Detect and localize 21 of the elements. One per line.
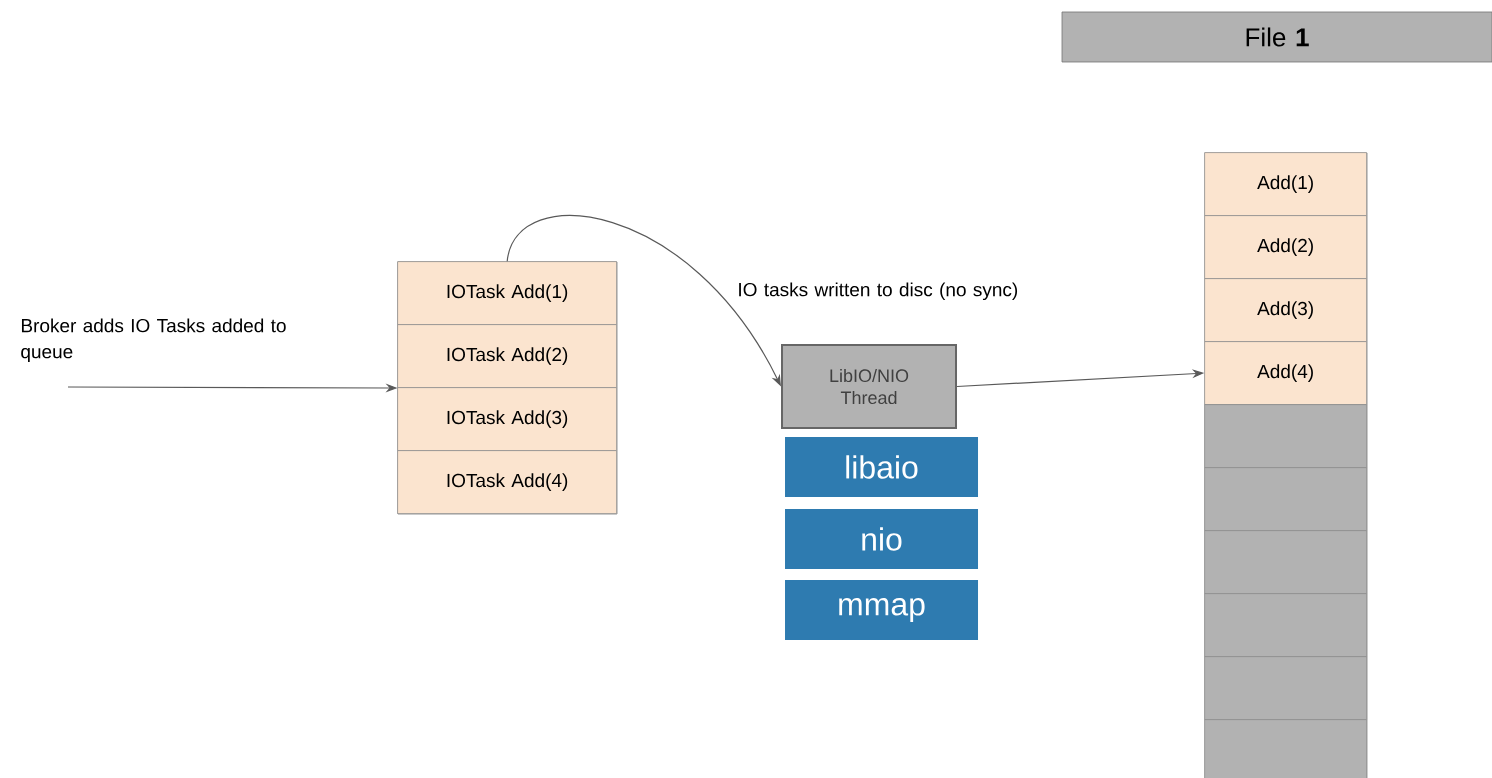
file-block: Add(2) <box>1204 215 1367 279</box>
file-block <box>1204 404 1367 468</box>
header-bar: File 1 <box>1061 11 1492 63</box>
queue-cell: IOTask Add(2) <box>397 324 617 388</box>
file-block <box>1204 467 1367 531</box>
file-block: Add(4) <box>1204 341 1367 405</box>
queue-cell: IOTask Add(1) <box>397 261 617 325</box>
thread-box: LibIO/NIO Thread <box>781 344 957 429</box>
file-block: Add(3) <box>1204 278 1367 342</box>
file-block <box>1204 656 1367 720</box>
file-block <box>1204 593 1367 657</box>
note-text: IO tasks written to disc (no sync) <box>739 282 1018 301</box>
queue-cell: IOTask Add(4) <box>397 450 617 514</box>
note-text: Broker adds IO Tasks added to queue <box>21 318 286 363</box>
method-box: mmap <box>785 580 978 640</box>
method-box: nio <box>785 509 978 569</box>
method-box: libaio <box>785 437 978 497</box>
file-block <box>1204 530 1367 594</box>
file-block <box>1204 719 1367 778</box>
queue-cell: IOTask Add(3) <box>397 387 617 451</box>
file-block: Add(1) <box>1204 152 1367 216</box>
